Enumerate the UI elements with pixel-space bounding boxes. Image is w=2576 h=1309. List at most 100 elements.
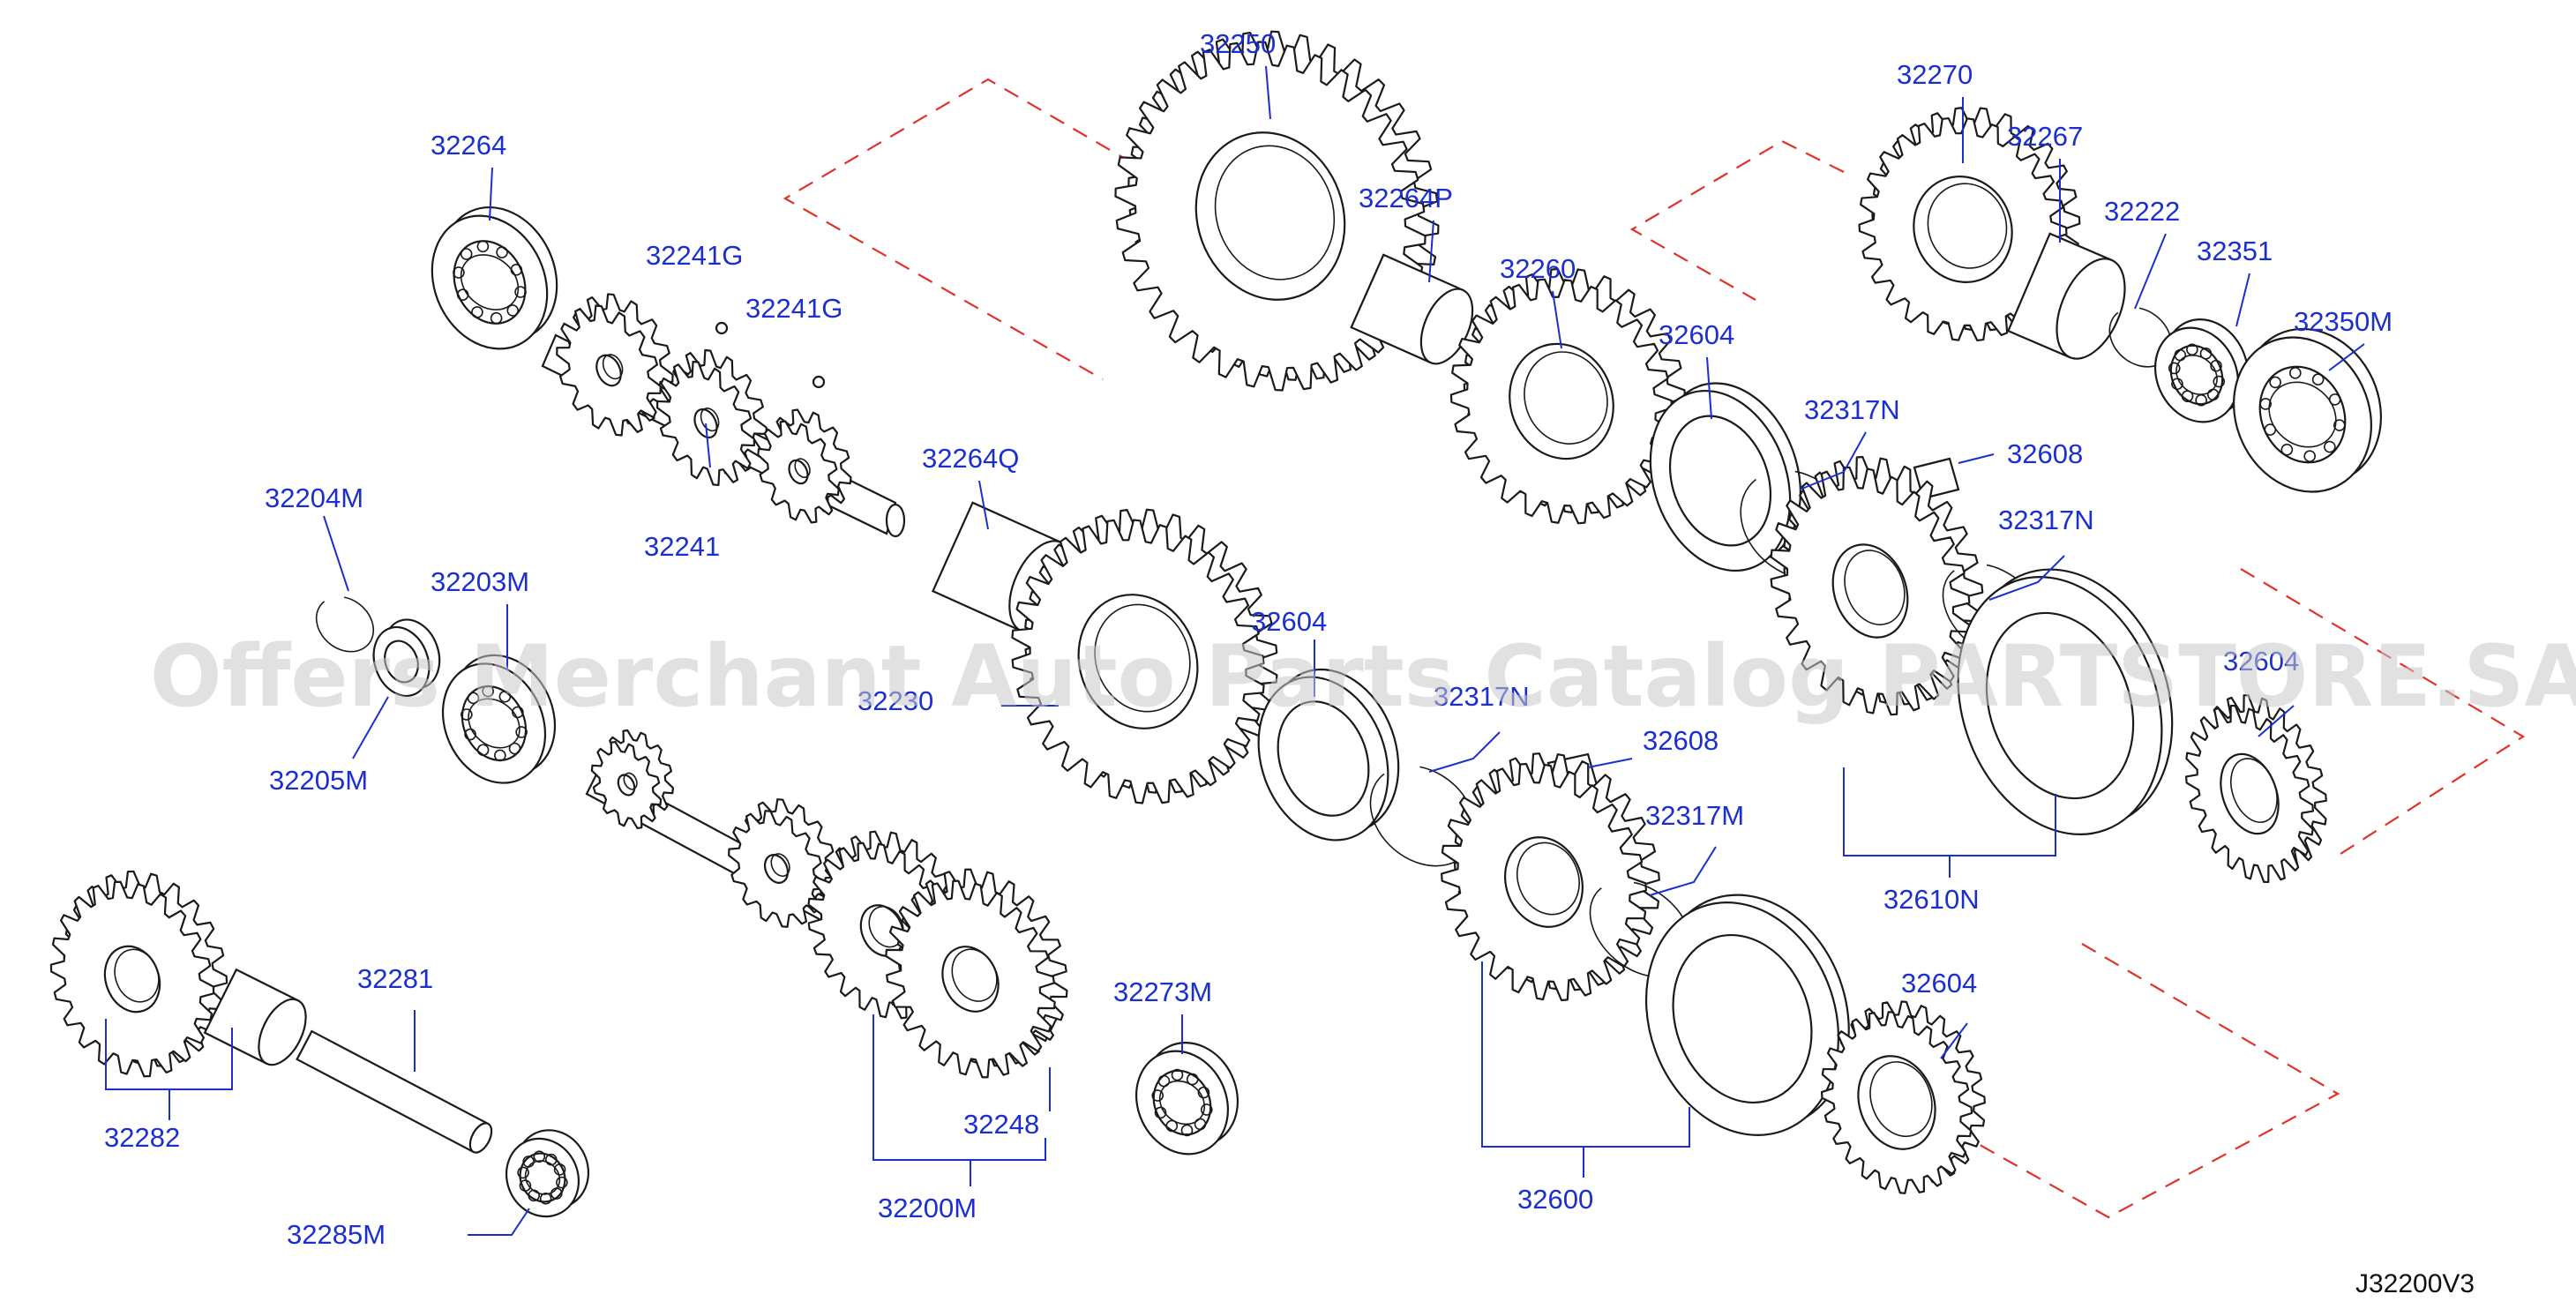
label-32317N-c[interactable]: 32317N [1434,681,1530,712]
label-32248[interactable]: 32248 [963,1109,1039,1140]
bearing-ball [528,1189,540,1202]
gear-bore-inner [623,772,638,790]
bearing-ball [514,286,527,298]
label-32260[interactable]: 32260 [1500,253,1576,284]
bearing-ball [2181,390,2194,402]
label-32604-lower[interactable]: 32604 [1901,968,1977,999]
bearing-ball [2324,440,2336,453]
bearing-ball [471,306,483,318]
gear-bore [1194,131,1346,301]
label-32264P[interactable]: 32264P [1359,183,1453,213]
bearing-ball [1151,1089,1164,1102]
countershaft-gear-32248 [885,868,1068,1079]
label-32285M[interactable]: 32285M [287,1219,386,1250]
sleeve-body [296,1029,490,1154]
gear-32250 [1114,30,1440,392]
label-32264Q[interactable]: 32264Q [922,443,1019,474]
shaft-spline-3 [757,408,852,524]
leader-32608b [1587,758,1633,768]
gear-bore-inner [1869,1061,1933,1138]
bearing-ball [2269,376,2281,389]
label-32267[interactable]: 32267 [2007,121,2083,152]
leader-32604c [2258,705,2295,737]
leader-32264Q [978,480,989,530]
gear-bore [1913,176,2013,283]
leader-32604a [1706,356,1712,420]
bearing-ball [460,248,473,260]
group-outline-right [2240,568,2526,856]
bearing-ball [2199,348,2213,360]
countershaft-spline [590,729,675,830]
label-32317M[interactable]: 32317M [1645,800,1744,831]
label-32317N-a[interactable]: 32317N [1804,394,1900,425]
bearing-ball [533,1150,546,1163]
label-32317N-b[interactable]: 32317N [1998,505,2094,535]
label-32241G-a[interactable]: 32241G [646,240,743,271]
shaft-tip [885,503,906,538]
label-32610N[interactable]: 32610N [1883,884,1980,915]
bearing-ball [476,744,490,757]
bearing-ball [461,708,473,721]
watermark: Offers Merchant Auto Parts Catalog PARTS… [150,627,2576,726]
leader-32285M [468,1208,530,1236]
leader-32204M [323,515,349,592]
label-32273M[interactable]: 32273M [1113,976,1212,1007]
label-32241G-b[interactable]: 32241G [745,293,842,324]
leader-32604d [1940,1022,1968,1059]
bearing-ball [508,742,521,755]
leader-32350M [2328,343,2365,371]
label-32270[interactable]: 32270 [1897,59,1973,90]
group-outlines [783,78,2526,1219]
label-32350M[interactable]: 32350M [2294,306,2393,337]
ring-hole [1152,1069,1212,1136]
label-32604-mid[interactable]: 32604 [1251,606,1327,637]
part-labels: 32250 32264P 32260 32604 32270 32267 322… [104,28,2393,1250]
bearing-ball [506,304,520,317]
label-32241[interactable]: 32241 [644,531,720,562]
hub-32600 [1440,752,1660,1002]
label-32351[interactable]: 32351 [2197,236,2273,266]
bearing-ball [515,726,528,738]
label-32604-upper[interactable]: 32604 [1659,319,1734,350]
synchro-ring-32604-upper [1649,382,1801,572]
bearing-ball [2333,419,2346,431]
leader-32317M [1649,846,1717,896]
label-32203M[interactable]: 32203M [431,566,529,597]
bearing-ball [494,749,506,762]
bearing-32273M [1134,1042,1239,1156]
gear-bore-inner [1524,351,1608,445]
label-32600[interactable]: 32600 [1517,1184,1593,1215]
label-32604-right[interactable]: 32604 [2223,646,2299,677]
diagram-code: J32200V3 [2355,1269,2475,1298]
label-32204M[interactable]: 32204M [265,482,363,513]
label-32608-upper[interactable]: 32608 [2007,438,2083,469]
label-32250[interactable]: 32250 [1200,28,1276,59]
bearing-ball [510,264,523,276]
label-32264[interactable]: 32264 [431,130,506,161]
bearing-race [460,254,520,310]
bearing-32203M [441,654,557,784]
gear-bore-inner [2230,758,2278,823]
label-32200M[interactable]: 32200M [878,1193,977,1223]
gear-bore-inner [700,408,720,432]
label-32281[interactable]: 32281 [357,963,433,994]
label-32205M[interactable]: 32205M [269,765,368,796]
label-32608-lower[interactable]: 32608 [1643,725,1719,756]
bearing-ball [453,266,465,279]
label-32282[interactable]: 32282 [104,1122,180,1153]
bushing-32267 [2006,232,2126,360]
gear-bore [1831,543,1909,639]
gear-bore-inner [951,948,998,1002]
gear-bore-inner [1214,145,1336,280]
leader-32200M-bracket [872,1014,1046,1161]
idler-bushing-32282 [203,968,307,1066]
ring-hole [453,240,527,325]
leader-32317Na [1799,431,1867,490]
label-32222[interactable]: 32222 [2104,196,2180,227]
label-32230[interactable]: 32230 [857,685,933,716]
ball-32241G-a [715,321,729,335]
synchro-ring-32604-right [2184,694,2327,884]
bearing-ball [2311,373,2325,386]
bearing-ball [1186,1073,1199,1086]
bearing-race [2268,381,2337,448]
